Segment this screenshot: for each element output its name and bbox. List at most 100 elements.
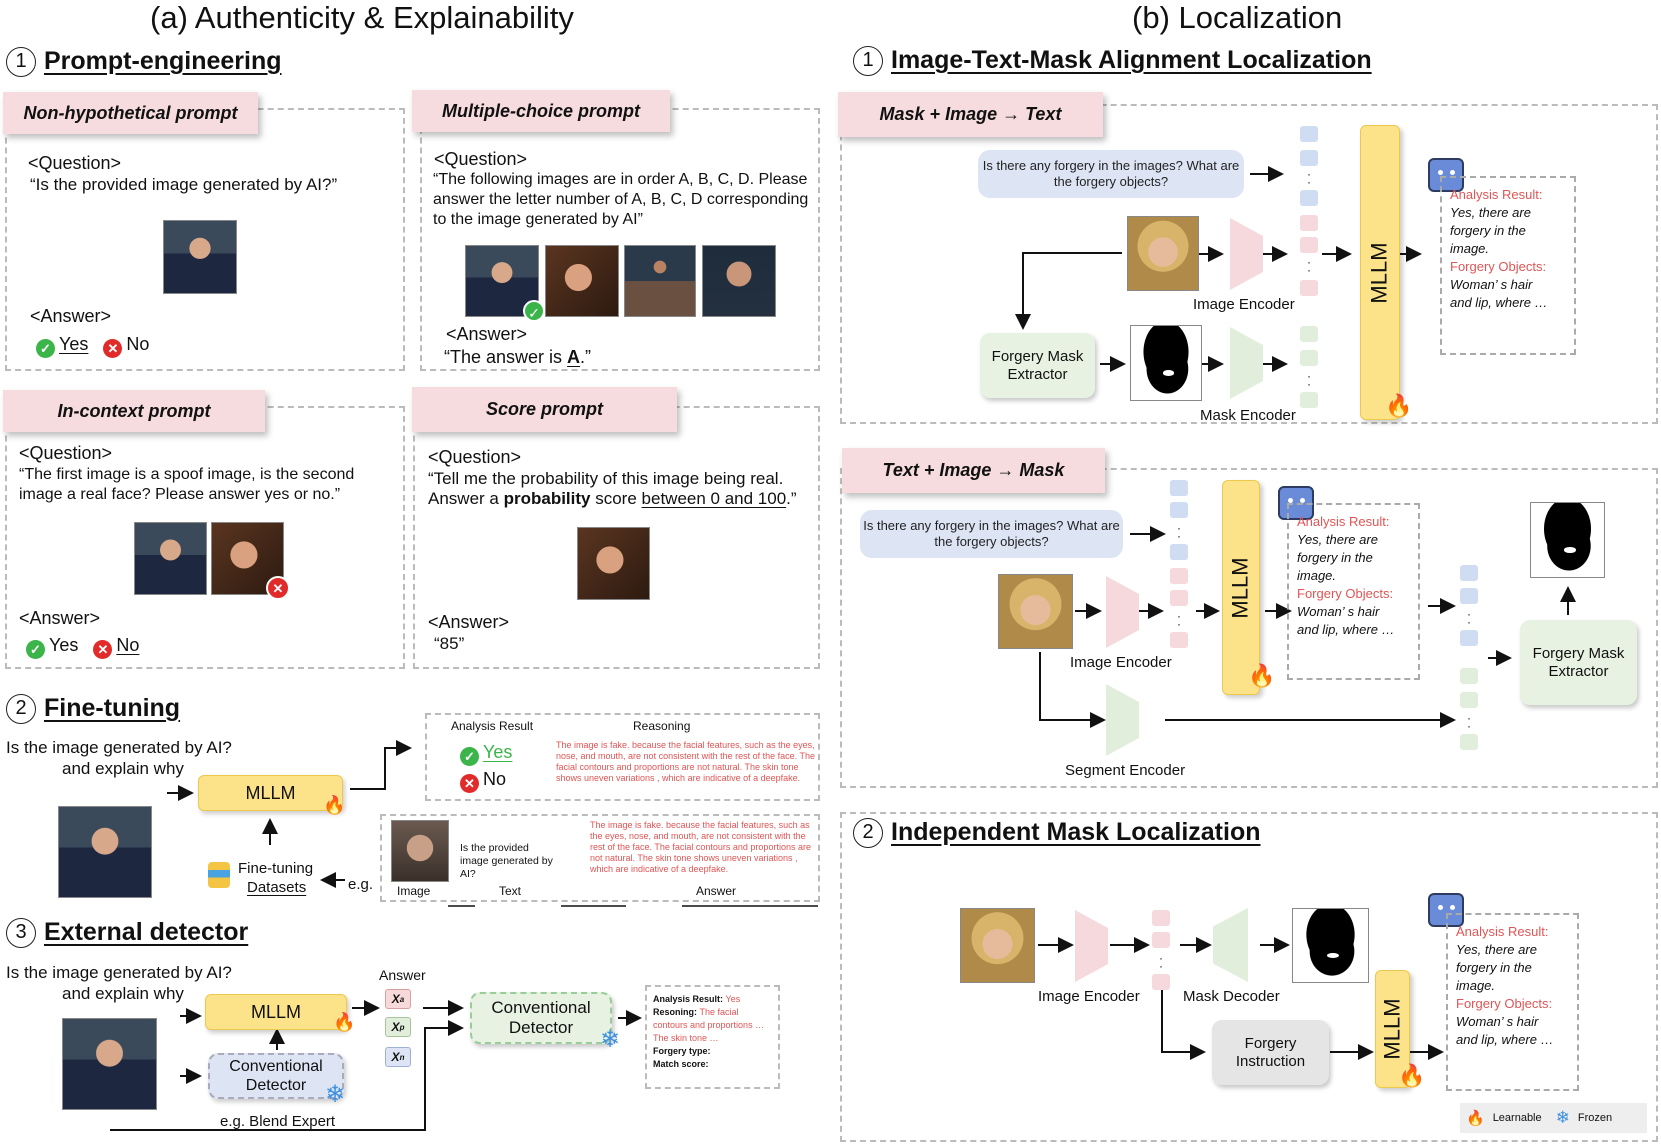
face-image-d [702,245,776,317]
question-text: “The following images are in order A, B,… [433,171,809,228]
token [1460,588,1478,604]
face-image-c [624,245,696,317]
answer-label: Answer [379,967,426,983]
analysis-head: Analysis Result [451,719,534,733]
ext-result-box: Analysis Result: Yes Resoning: The facia… [645,985,780,1089]
answer-label: <Answer> [30,306,112,326]
ft-question-2: and explain why [62,759,184,778]
mask-decoder-label: Mask Decoder [1183,988,1280,1005]
panel-top [840,812,1658,814]
database-icon [208,862,230,888]
fire-icon: 🔥 [333,1012,356,1032]
answer-row: ✓Yes ✕No [36,334,149,358]
datasets-label: Datasets [247,879,307,896]
image-encoder-label: Image Encoder [1193,296,1295,313]
question-label: <Question> [19,443,113,463]
token [1300,326,1318,342]
vdots: ·· [1467,607,1471,629]
face-image-woman [960,908,1035,983]
token [1460,692,1478,708]
question-label: <Question> [428,447,522,467]
robot-icon [1428,158,1464,192]
face-image-b [545,245,619,317]
face-image [577,527,650,600]
check-icon: ✓ [26,640,45,659]
face-image [163,220,237,294]
snowflake-icon: ❄ [325,1081,346,1108]
multiple-choice-tab: Multiple-choice prompt [412,90,670,132]
vdots: ·· [1307,167,1311,189]
legend-frozen: Frozen [1577,1112,1613,1124]
snowflake-icon: ❄ [1555,1108,1570,1127]
token [1460,630,1478,646]
mllm-block: MLLM [1360,125,1400,420]
token [1170,632,1188,648]
score-tab: Score prompt [412,387,677,432]
face-image-woman [1127,216,1199,291]
token [1300,350,1318,366]
fire-icon: 🔥 [1385,393,1413,418]
token [1300,237,1318,253]
snowflake-icon: ❄ [600,1026,621,1053]
left-title: (a) Authenticity & Explainability [150,0,574,35]
vdots: ·· [1177,521,1181,543]
fire-icon: 🔥 [1398,1063,1426,1088]
lbl-text: Text [499,884,522,898]
cross-icon: ✕ [266,576,290,600]
cross-icon: ✕ [93,640,113,659]
cross-icon: ✕ [103,339,123,358]
answer-label: <Answer> [428,612,510,632]
token [1152,932,1170,948]
text-image-mask-panel [840,468,1658,788]
ft-label: Fine-tuning [238,860,314,877]
lbl-image: Image [397,884,431,898]
mllm-block: MLLM [198,775,343,811]
ft-example-panel [380,814,820,902]
token [1170,544,1188,560]
mask-image-output [1530,502,1605,578]
right-title: (b) Localization [1132,0,1343,35]
face-image-old [391,820,449,882]
forgery-question: Is there any forgery in the images? What… [978,150,1244,198]
check-icon: ✓ [523,300,545,322]
token [1152,910,1170,926]
conventional-detector: Conventional Detector [470,992,612,1044]
mask-image-text-panel [840,104,1658,424]
answer-label: <Answer> [446,324,528,344]
answer-label: <Answer> [19,608,101,628]
mask-image [1130,325,1202,401]
image-encoder-label: Image Encoder [1070,654,1172,671]
eg-label: e.g. [348,876,374,893]
forgery-mask-extractor: Forgery Mask Extractor [980,333,1095,398]
vdots: ·· [1177,609,1181,631]
mask-image [1292,908,1369,983]
check-icon: ✓ [36,339,55,358]
face-image [58,806,152,898]
ft-question: Is the image generated by AI? [6,738,232,757]
vdots: ·· [1467,711,1471,733]
token [1300,150,1318,166]
forgery-mask-extractor: Forgery Mask Extractor [1520,620,1637,705]
no-row: ✕No [460,769,506,793]
mllm-block: MLLM [1375,970,1410,1088]
fire-icon: 🔥 [323,795,346,815]
forgery-instruction: Forgery Instruction [1212,1020,1329,1085]
non-hypothetical-tab: Non-hypothetical prompt [3,92,258,134]
example-answer: The image is fake. because the facial fe… [590,820,811,874]
answer-text: “85” [434,634,465,653]
mllm-block: MLLM [205,994,347,1030]
token [1460,565,1478,581]
token [1300,392,1318,408]
text-image-mask-tab: Text + Image → Mask [842,448,1105,493]
independent-mask-panel [840,812,1658,1142]
token [1170,590,1188,606]
